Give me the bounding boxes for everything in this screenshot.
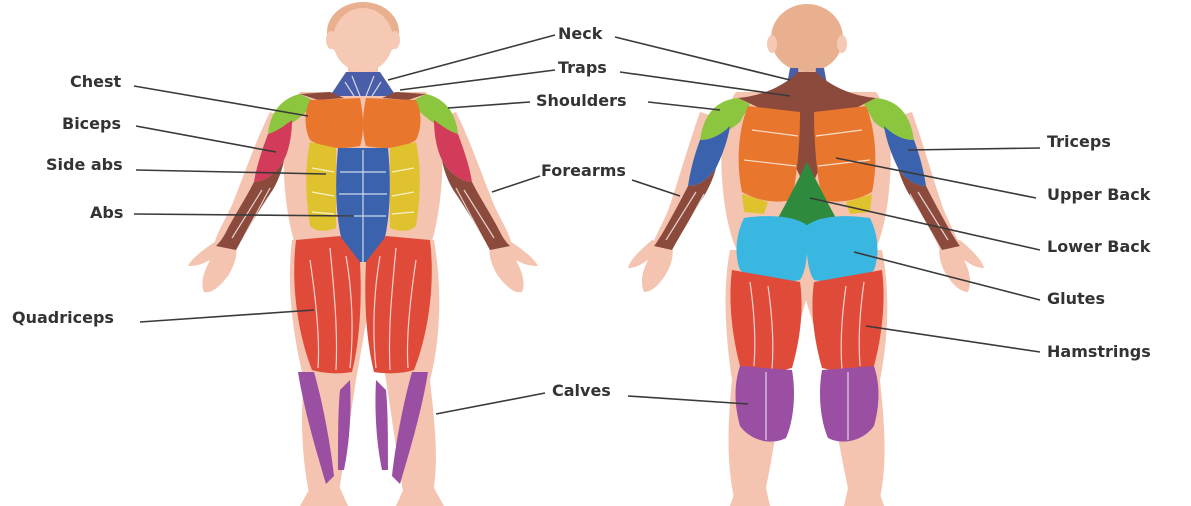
- back-right-hamstrings-muscle: [812, 270, 883, 371]
- leader-biceps: [136, 126, 276, 152]
- leader-forearms-back: [632, 180, 680, 196]
- label-forearms: Forearms: [541, 161, 626, 180]
- front-figure: [188, 2, 538, 506]
- leader-calves-back: [628, 396, 748, 404]
- leader-shoulders-back: [648, 102, 720, 110]
- back-left-upper-back-muscle: [739, 106, 800, 202]
- leader-neck-back: [615, 37, 790, 80]
- front-left-foot: [300, 488, 348, 506]
- back-head: [771, 4, 843, 72]
- leader-quadriceps: [140, 310, 314, 322]
- back-right-upper-back-muscle: [814, 106, 875, 202]
- back-left-ear: [767, 35, 777, 53]
- back-right-glutes-muscle: [806, 216, 877, 282]
- label-shoulders: Shoulders: [536, 91, 627, 110]
- leader-traps-front: [400, 70, 555, 90]
- back-right-ear: [837, 35, 847, 53]
- front-head: [333, 8, 393, 72]
- label-neck: Neck: [558, 24, 603, 43]
- label-quadriceps: Quadriceps: [12, 308, 114, 327]
- leader-hamstrings: [866, 326, 1040, 352]
- label-biceps: Biceps: [62, 114, 121, 133]
- front-left-chest-muscle: [306, 98, 364, 148]
- front-right-chest-muscle: [363, 98, 421, 148]
- label-calves: Calves: [552, 381, 611, 400]
- leader-calves-front: [436, 393, 545, 414]
- back-figure: [628, 4, 984, 506]
- front-right-ear: [390, 31, 400, 49]
- leader-forearms-front: [492, 176, 540, 192]
- back-left-foot: [730, 488, 770, 506]
- leader-traps-back: [620, 72, 790, 96]
- leader-triceps: [908, 148, 1040, 150]
- leader-chest: [134, 86, 308, 116]
- leader-shoulders-front: [448, 102, 530, 108]
- label-side-abs: Side abs: [46, 155, 123, 174]
- label-traps: Traps: [558, 58, 607, 77]
- label-abs: Abs: [90, 203, 123, 222]
- front-neck-muscle: [330, 72, 396, 96]
- label-upper-back: Upper Back: [1047, 185, 1151, 204]
- front-right-side-abs-muscle: [390, 142, 420, 231]
- label-glutes: Glutes: [1047, 289, 1105, 308]
- back-right-foot: [844, 488, 884, 506]
- label-chest: Chest: [70, 72, 122, 91]
- label-triceps: Triceps: [1047, 132, 1111, 151]
- front-right-foot: [396, 488, 444, 506]
- front-left-side-abs-muscle: [306, 142, 336, 231]
- back-left-glutes-muscle: [737, 216, 808, 282]
- label-lower-back: Lower Back: [1047, 237, 1151, 256]
- front-left-ear: [326, 31, 336, 49]
- back-left-hamstrings-muscle: [730, 270, 801, 371]
- back-right-calves-muscle: [820, 366, 879, 442]
- label-hamstrings: Hamstrings: [1047, 342, 1151, 361]
